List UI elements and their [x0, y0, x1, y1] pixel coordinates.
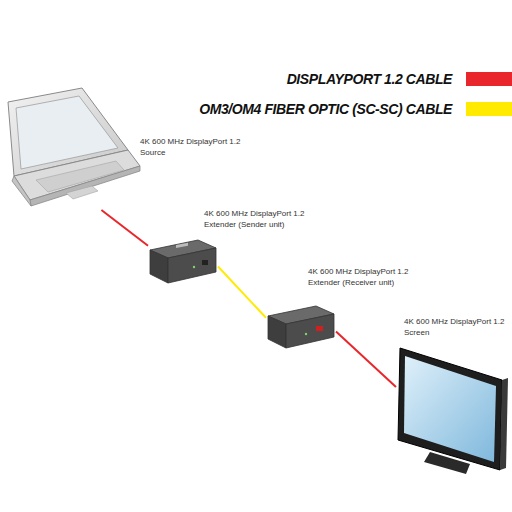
legend-swatch — [466, 102, 512, 116]
device-node: 4K 600 MHz DisplayPort 1.2 Extender (Rec… — [266, 304, 336, 350]
receiver-unit-illustration — [268, 306, 334, 348]
legend-row: DISPLAYPORT 1.2 CABLE — [199, 64, 512, 94]
device-node: 4K 600 MHz DisplayPort 1.2 Screen — [396, 346, 510, 474]
device-label: 4K 600 MHz DisplayPort 1.2 Source — [140, 136, 254, 158]
legend-text: DISPLAYPORT 1.2 CABLE — [287, 71, 452, 87]
sender-unit-illustration — [150, 240, 216, 283]
device-label: 4K 600 MHz DisplayPort 1.2 Screen — [404, 316, 510, 338]
cable — [218, 267, 266, 318]
cable — [101, 210, 148, 246]
legend-row: OM3/OM4 FIBER OPTIC (SC-SC) CABLE — [199, 94, 512, 124]
device-label: 4K 600 MHz DisplayPort 1.2 Extender (Sen… — [204, 208, 312, 230]
laptop-illustration — [8, 88, 140, 206]
legend-swatch — [466, 72, 512, 86]
cable — [336, 332, 396, 387]
screen-illustration — [398, 348, 508, 474]
legend: DISPLAYPORT 1.2 CABLE OM3/OM4 FIBER OPTIC… — [199, 64, 512, 124]
device-node: 4K 600 MHz DisplayPort 1.2 Extender (Sen… — [148, 238, 218, 284]
legend-text: OM3/OM4 FIBER OPTIC (SC-SC) CABLE — [199, 101, 452, 117]
device-node: 4K 600 MHz DisplayPort 1.2 Source — [2, 86, 142, 210]
device-label: 4K 600 MHz DisplayPort 1.2 Extender (Rec… — [308, 266, 416, 288]
